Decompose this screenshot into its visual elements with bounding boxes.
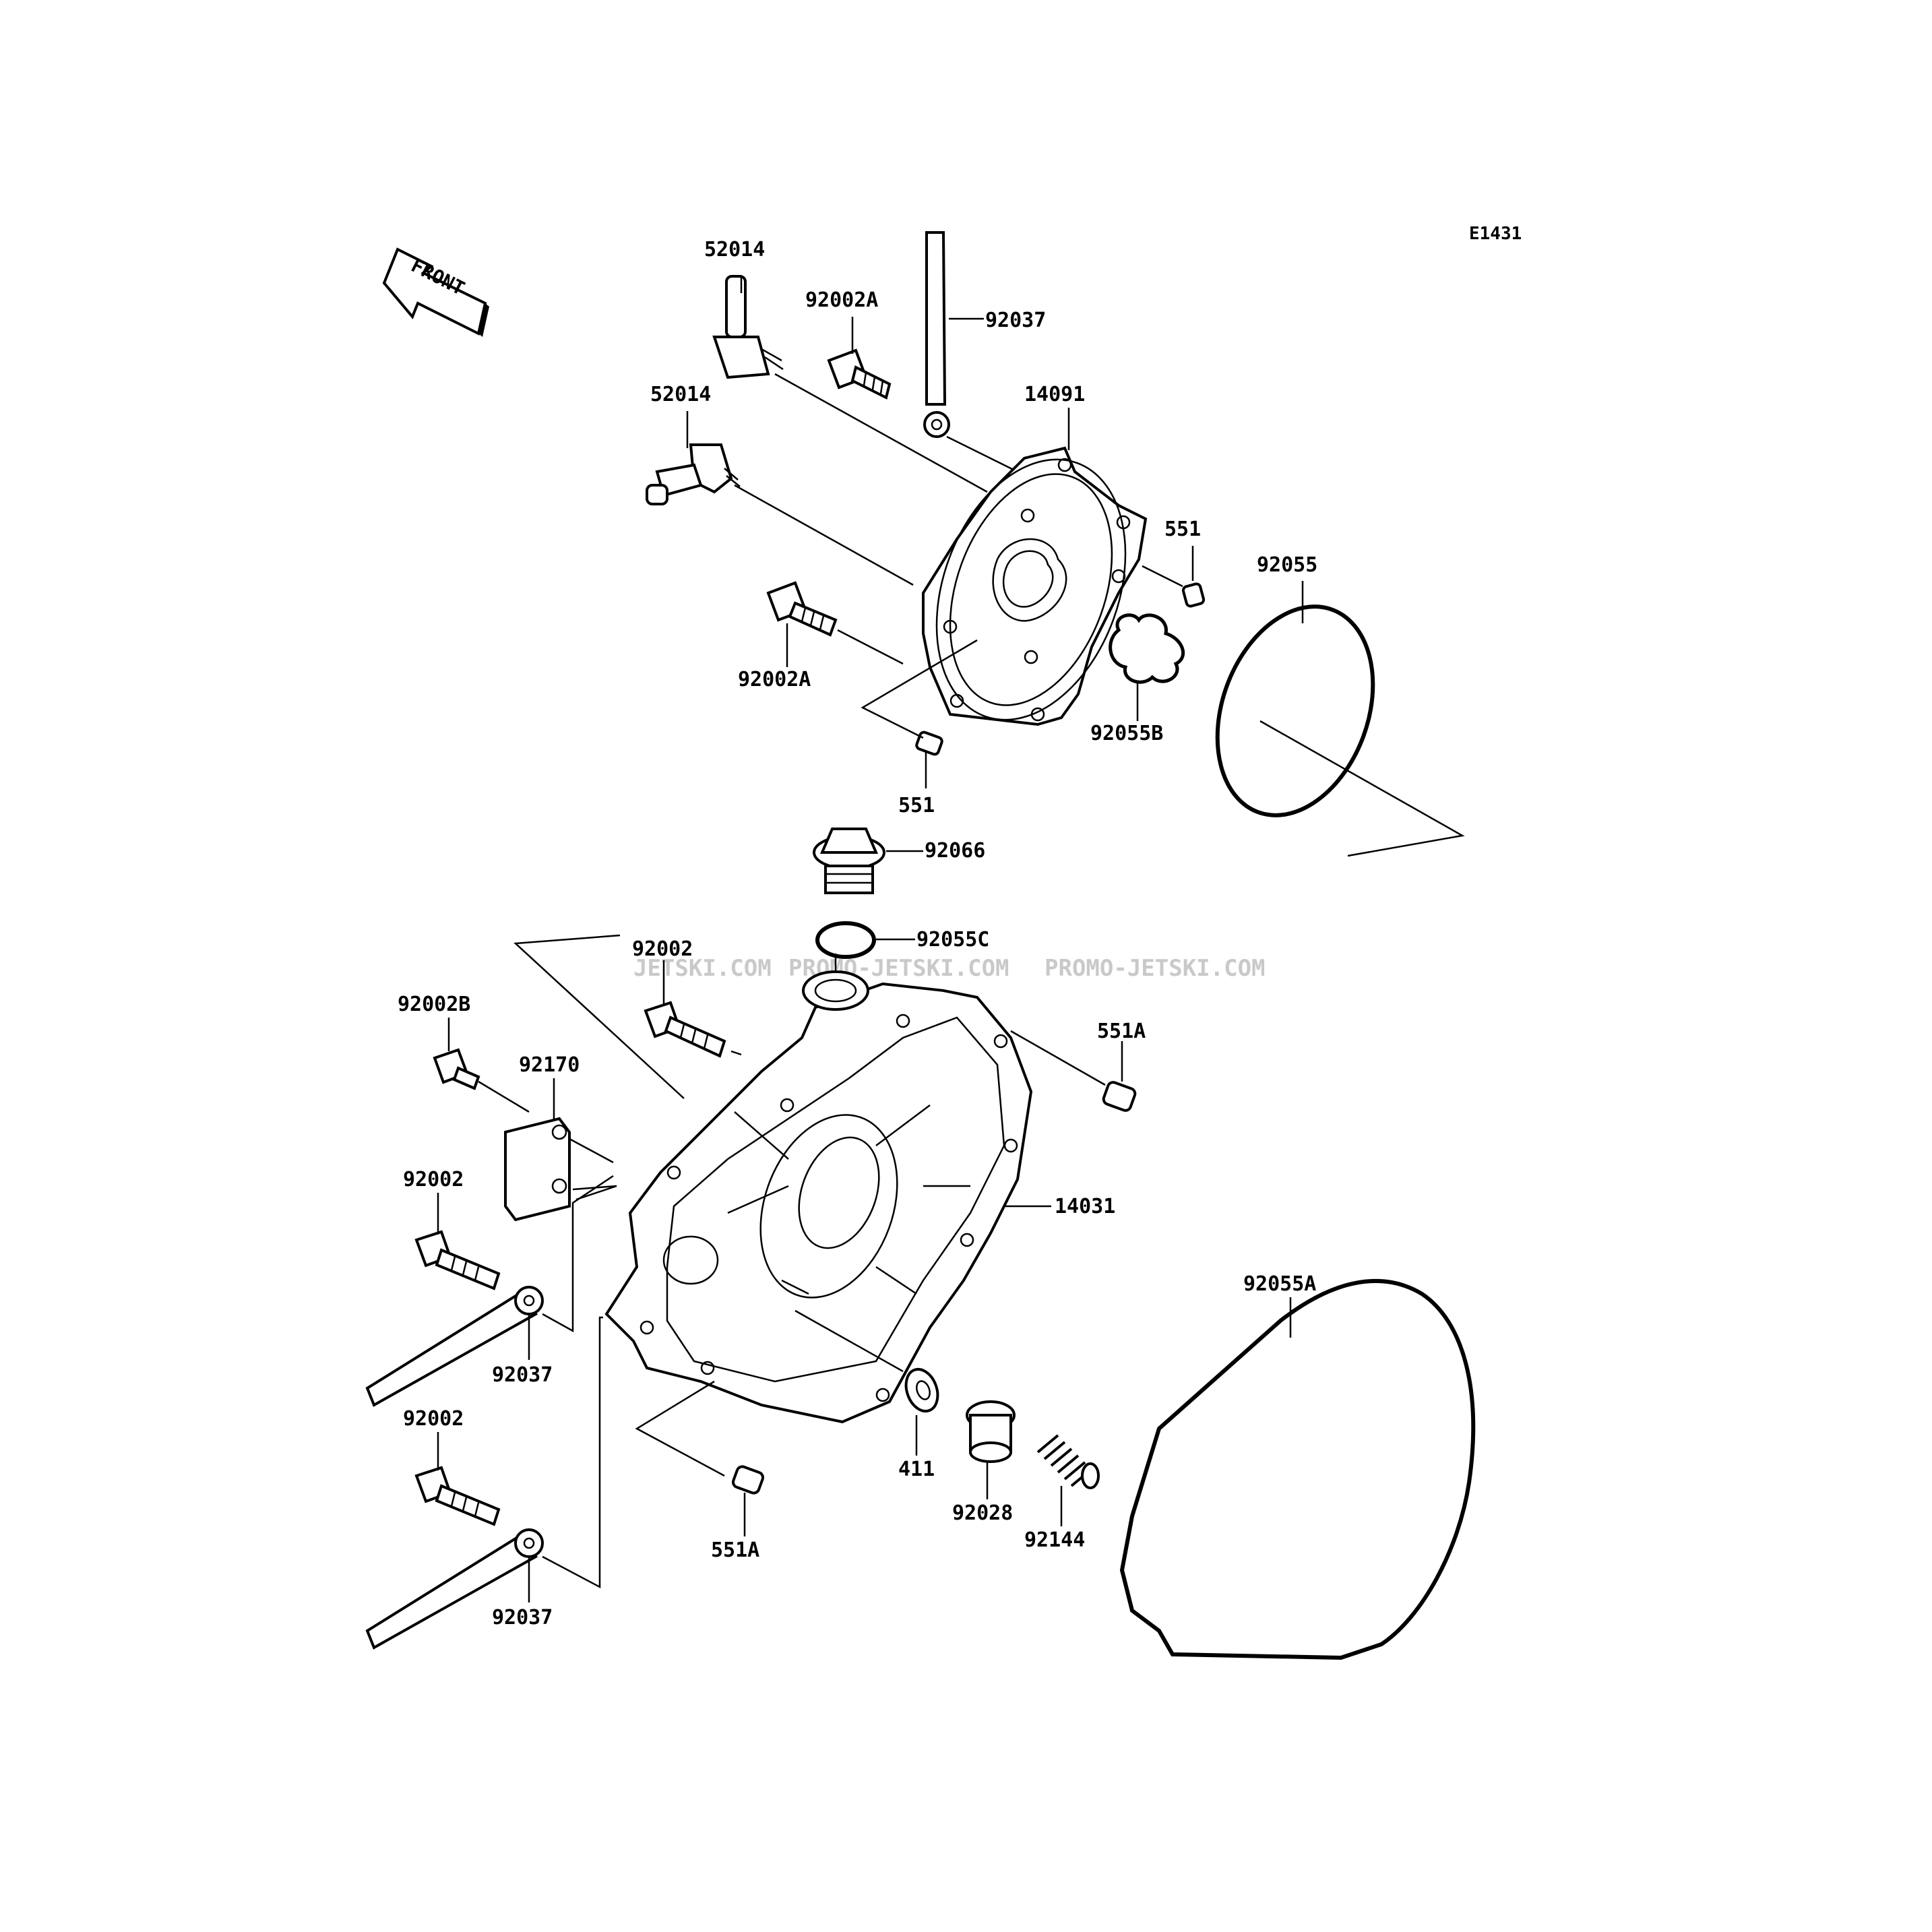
spring-92144 [1036, 1434, 1100, 1489]
label-551-right: 551 [1164, 518, 1201, 541]
label-92055C: 92055C [916, 928, 989, 952]
seal-92055B [1109, 613, 1185, 684]
housing-14031 [604, 970, 1033, 1424]
washer-411 [904, 1368, 939, 1412]
label-92002A-bottom: 92002A [738, 668, 811, 691]
label-52014-mid: 52014 [650, 383, 711, 406]
gasket-92055A [1119, 1279, 1476, 1660]
label-551A-bottom: 551A [711, 1538, 759, 1562]
label-92037-top: 92037 [985, 309, 1046, 332]
plug-92066 [813, 828, 885, 894]
strap-92037-top [923, 231, 950, 438]
watermark-text-3: PROMO-JETSKI.COM [1045, 955, 1266, 982]
fitting-52014-mid [646, 443, 741, 505]
label-14091: 14091 [1024, 383, 1085, 406]
dowel-551-right [1181, 582, 1206, 608]
bolt-92002-top [644, 1001, 726, 1058]
bolt-92002A-bottom [766, 581, 838, 637]
label-92002B: 92002B [398, 993, 470, 1016]
label-52014-top: 52014 [704, 238, 765, 261]
label-92037-bottom: 92037 [492, 1606, 553, 1629]
bolt-92002-mid [414, 1230, 501, 1290]
bracket-92170 [504, 1117, 571, 1222]
label-92055: 92055 [1257, 553, 1317, 577]
dowel-551-low [915, 730, 943, 756]
label-92002-mid: 92002 [403, 1168, 464, 1191]
part-labels: 52014 92002A 92037 52014 14091 551 92055… [398, 238, 1317, 1629]
label-92055B: 92055B [1090, 722, 1163, 745]
label-92002-low: 92002 [403, 1407, 464, 1431]
label-411: 411 [898, 1458, 935, 1481]
label-92144: 92144 [1024, 1528, 1085, 1552]
label-92028: 92028 [952, 1501, 1013, 1525]
strap-92037-bottom [365, 1528, 544, 1650]
label-551A-right: 551A [1097, 1020, 1146, 1043]
dowel-551A-right [1102, 1081, 1137, 1112]
o-ring-92055C [815, 921, 876, 959]
watermark-text-1: JETSKI.COM [633, 955, 772, 982]
front-arrow-icon: FRONT [382, 247, 489, 337]
fitting-52014-top [712, 275, 784, 379]
strap-92037-mid [365, 1286, 544, 1407]
dowel-551A-bottom [731, 1465, 765, 1495]
label-551-low: 551 [898, 794, 935, 817]
label-92170: 92170 [519, 1053, 580, 1077]
label-92055A: 92055A [1243, 1272, 1316, 1296]
bushing-92028 [966, 1400, 1016, 1463]
watermark: JETSKI.COM PROMO-JETSKI.COM PROMO-JETSKI… [633, 955, 1266, 982]
cover-plate-14091 [922, 446, 1148, 726]
bolt-92002B [433, 1048, 480, 1090]
label-14031: 14031 [1055, 1195, 1115, 1218]
label-92002A-top: 92002A [805, 288, 878, 312]
label-92037-mid: 92037 [492, 1363, 553, 1387]
diagram-code: E1431 [1469, 224, 1522, 244]
bolt-92002-low [414, 1466, 501, 1526]
label-92066: 92066 [925, 839, 985, 863]
o-ring-92055 [1215, 604, 1375, 817]
label-92002-top: 92002 [632, 937, 693, 961]
bolt-92002A-top [827, 348, 892, 400]
